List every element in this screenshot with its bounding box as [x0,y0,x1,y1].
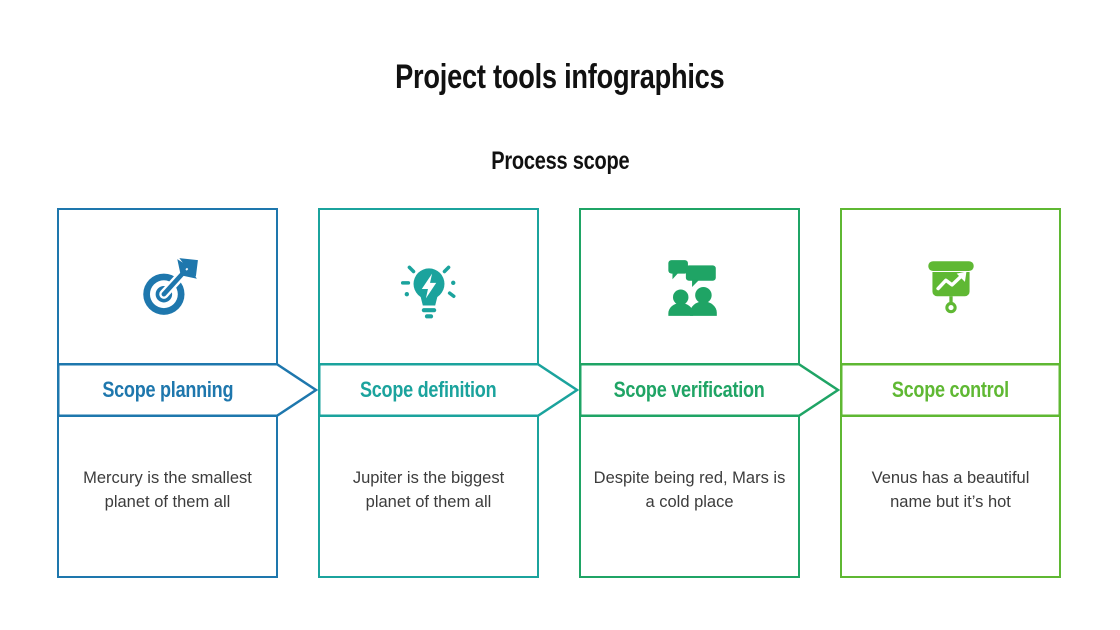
card-title: Scope definition [360,377,497,402]
banner-arrow-shape [579,363,841,417]
section-subtitle-text: Process scope [490,147,630,175]
page-title: Project tools infographics [0,58,1120,97]
card-description: Mercury is the smallest planet of them a… [83,469,252,511]
card-banner: Scope planning [57,363,319,417]
card-scope-control: Scope control Venus has a beautiful name… [840,208,1061,578]
target-dart-icon [135,255,201,321]
card-description: Jupiter is the biggest planet of them al… [352,469,505,511]
card-scope-verification: Scope verification Despite being red, Ma… [579,208,841,578]
banner-arrow-shape [57,363,319,417]
card-description: Despite being red, Mars is a cold place [593,469,786,511]
card-banner: Scope definition [318,363,580,417]
page-title-text: Project tools infographics [395,58,725,96]
card-scope-planning: Scope planning Mercury is the smallest p… [57,208,319,578]
card-description: Venus has a beautiful name but it’s hot [871,469,1030,511]
card-banner: Scope control [840,363,1061,417]
conversation-icon [657,255,723,321]
banner-arrow-shape [318,363,580,417]
card-scope-definition: Scope definition Jupiter is the biggest … [318,208,580,578]
card-banner: Scope verification [579,363,841,417]
card-title: Scope verification [614,377,765,402]
process-cards-row: Scope planning Mercury is the smallest p… [57,208,1061,578]
section-subtitle: Process scope [0,147,1120,176]
lightbulb-idea-icon [396,255,462,321]
presentation-chart-icon [918,255,984,321]
banner-shape [840,363,1061,417]
card-title: Scope planning [102,377,233,402]
card-title: Scope control [891,377,1010,402]
